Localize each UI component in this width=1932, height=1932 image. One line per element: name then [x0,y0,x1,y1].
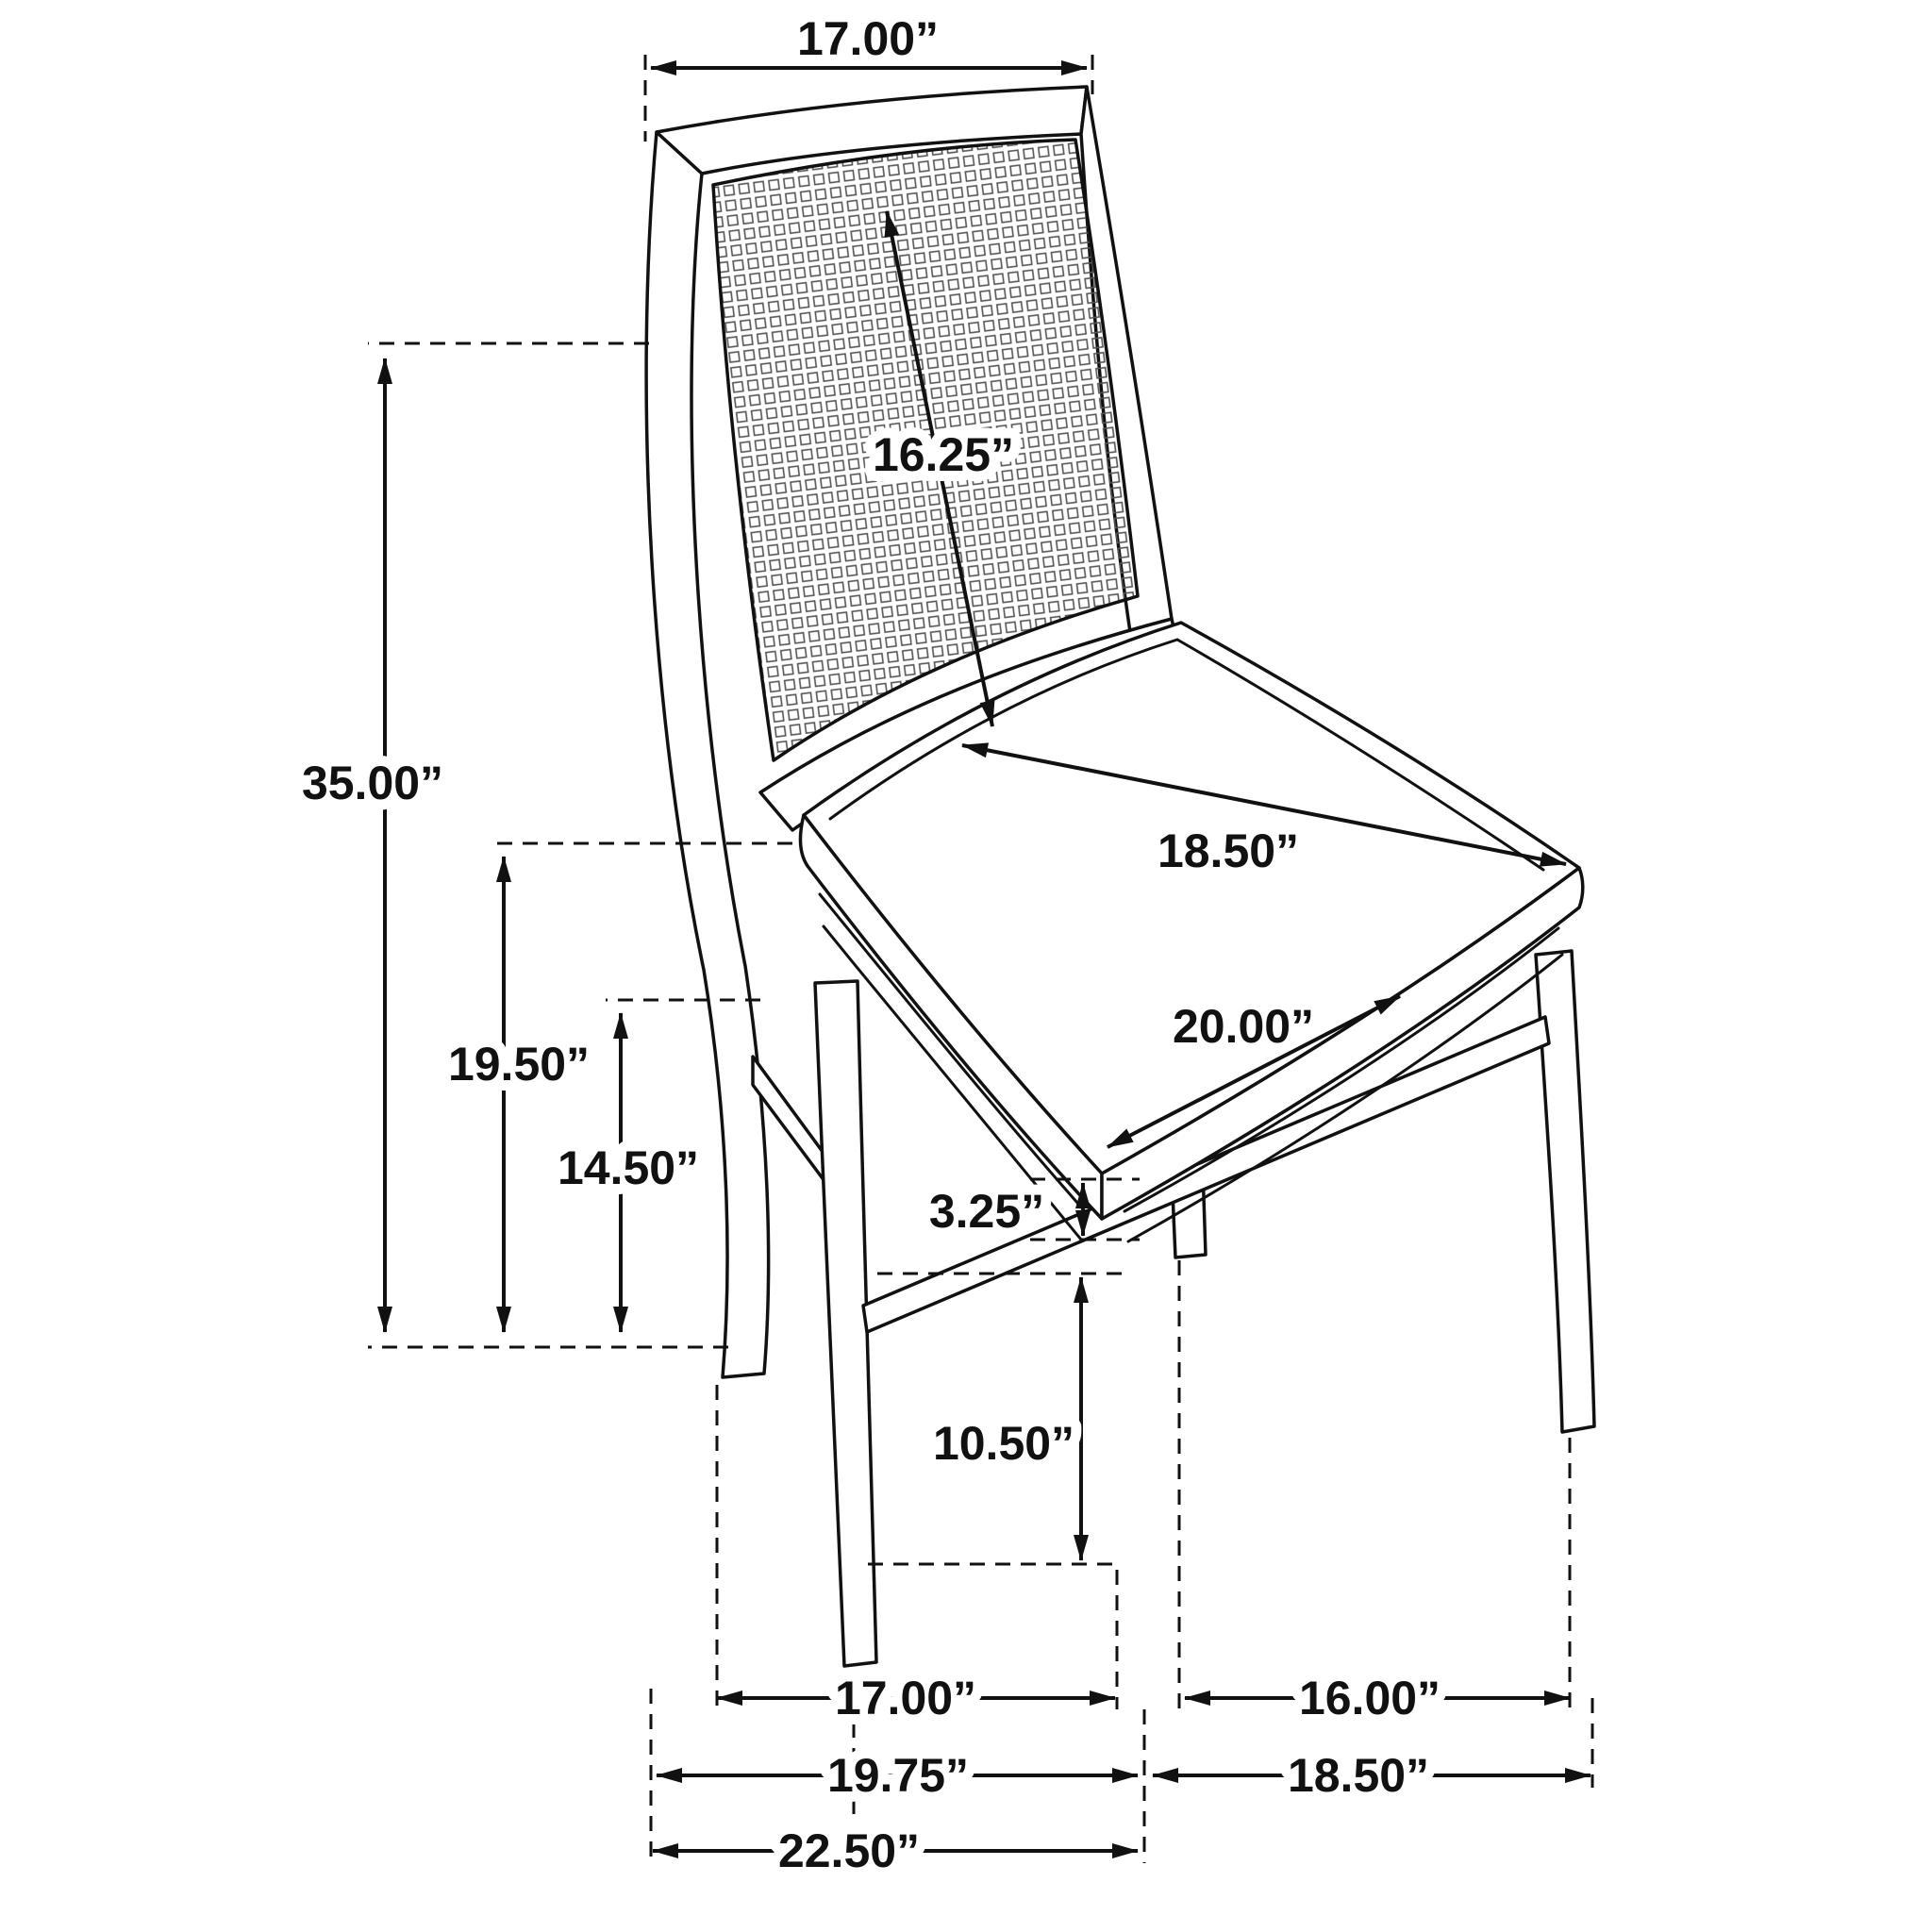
back-left-post-and-leg [644,130,771,1379]
dimension-label: 14.50” [558,1141,699,1194]
dim-seat-width: 20.00” [1107,990,1401,1149]
front-left-leg [813,979,878,1668]
dim-back-panel-height: 16.25” [862,210,1024,727]
dim-overall-depth: 22.50” [652,1814,1139,1888]
dimension-label: 18.50” [1158,824,1299,877]
dimension-label: 20.00” [1173,1000,1314,1053]
seat-cushion-side-left [798,813,1104,1221]
dim-seat-depth: 18.50” [961,742,1567,888]
dimension-label: 10.50” [933,1417,1074,1470]
dimension-label: 19.50” [448,1038,590,1091]
dimension-label: 18.50” [1288,1749,1429,1802]
dim-seat-front-height: 14.50” [547,998,760,1333]
dim-seat-back-height: 19.50” [438,841,792,1333]
chair-drawing [644,85,1596,1668]
dimension-line [961,742,1567,867]
dim-footprint-width: 19.75” [656,1739,1139,1812]
dim-footprint-depth: 18.50” [1152,1739,1591,1812]
dimension-label: 17.00” [835,1672,976,1724]
dimension-label: 3.25” [929,1185,1044,1238]
dim-overall-height: 35.00” [291,341,728,1349]
dimension-label: 22.50” [778,1824,920,1877]
dim-apron-stretcher-gap: 3.25” [919,1174,1140,1248]
dimension-label: 16.25” [873,428,1014,481]
dimension-label: 17.00” [797,12,939,65]
dim-leg-span-front: 17.00” [716,1661,1116,1735]
bottom-extension-lines [649,1260,1594,1863]
dimension-annotations: 17.00” 16.25” 35.00” 19.50” 14.50” [291,2,1594,1888]
dimension-line [1107,994,1401,1149]
dimension-label: 16.00” [1299,1672,1441,1724]
dimension-label: 19.75” [827,1749,969,1802]
dim-leg-span-side: 16.00” [1184,1661,1571,1735]
front-right-leg [1534,949,1596,1434]
dim-back-width: 17.00” [643,2,1094,142]
dim-lower-leg-height: 10.50” [868,1272,1123,1566]
dimension-line [884,210,995,727]
dimension-label: 35.00” [302,757,443,809]
seat-apron-left [818,892,1087,1241]
